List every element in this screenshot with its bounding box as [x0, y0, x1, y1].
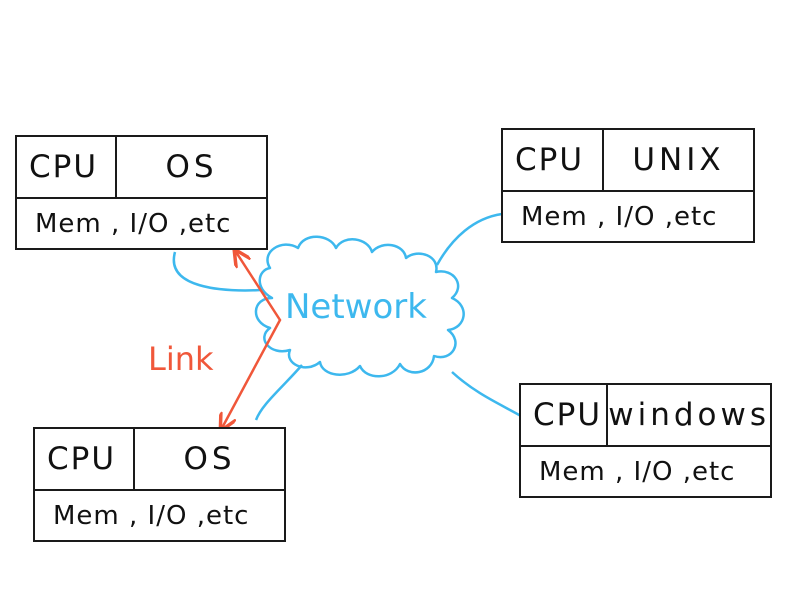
- resources-cell: Mem , I/O ,etc: [521, 201, 718, 232]
- os-cell: OS: [183, 441, 236, 478]
- link-label: Link: [148, 340, 214, 378]
- resources-cell: Mem , I/O ,etc: [35, 208, 232, 239]
- node-header: CPU windows: [521, 385, 770, 448]
- computer-node-2: CPU UNIX Mem , I/O ,etc: [501, 128, 755, 243]
- cpu-cell: CPU: [503, 130, 604, 191]
- link-arrow: [222, 252, 282, 428]
- network-label: Network: [285, 287, 427, 327]
- resources-cell: Mem , I/O ,etc: [539, 456, 736, 487]
- os-cell: windows: [608, 397, 770, 434]
- node-header: CPU UNIX: [503, 130, 753, 193]
- os-cell: UNIX: [632, 142, 725, 179]
- cpu-cell: CPU: [521, 385, 609, 446]
- resources-cell: Mem , I/O ,etc: [53, 500, 250, 531]
- network-connector-node-4: [451, 371, 522, 418]
- computer-node-3: CPU OS Mem , I/O ,etc: [33, 427, 286, 542]
- cpu-cell: CPU: [17, 137, 117, 198]
- cpu-cell: CPU: [35, 429, 135, 490]
- node-header: CPU OS: [17, 137, 266, 200]
- network-connector-node-2: [435, 212, 503, 266]
- computer-node-1: CPU OS Mem , I/O ,etc: [15, 135, 268, 250]
- os-cell: OS: [165, 149, 218, 186]
- node-header: CPU OS: [35, 429, 284, 492]
- network-cloud: [254, 235, 465, 378]
- computer-node-4: CPU windows Mem , I/O ,etc: [519, 383, 772, 498]
- network-connector-node-3: [254, 364, 303, 421]
